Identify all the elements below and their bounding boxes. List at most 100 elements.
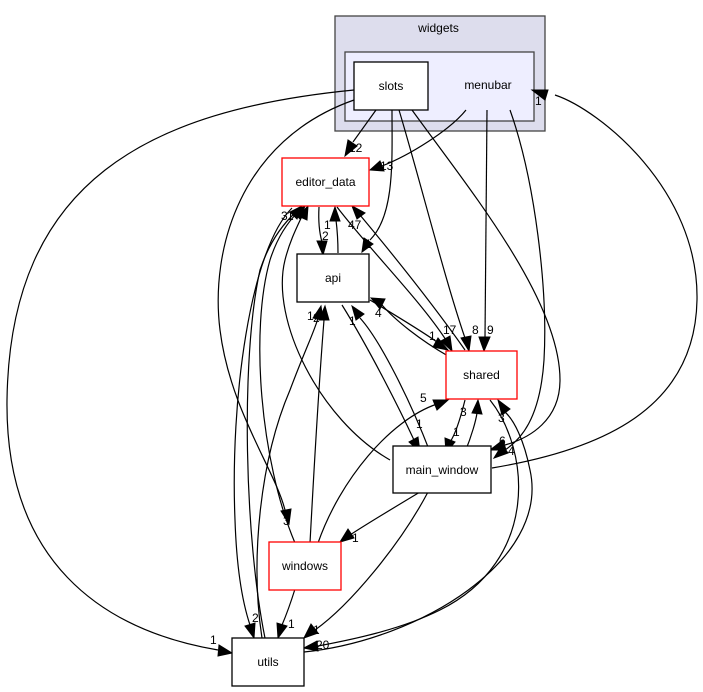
node-main_window[interactable]: main_window: [392, 445, 492, 494]
edge-arrow: [244, 622, 256, 640]
edge-slots-editor_data: [352, 109, 377, 143]
edge-label: 9: [487, 323, 494, 337]
node-utils[interactable]: utils: [231, 637, 305, 687]
edge-arrow: [460, 335, 472, 353]
edge-arrow: [497, 398, 511, 416]
edge-arrow: [432, 399, 450, 411]
edge-main_window-editor_data: [281, 213, 391, 461]
edge-labels: 12 13 1 8 9 6 4 1 3 1 2 1 47 17 1 4 1 1 …: [210, 94, 542, 652]
node-utils-box: [231, 637, 305, 687]
edge-shared-api: [381, 304, 449, 357]
edge-editor_data-utils: [233, 207, 293, 626]
edge-label: 3: [283, 514, 290, 528]
edge-slots-utils: [6, 89, 355, 651]
edge-label: 1: [307, 309, 314, 323]
edge-arrow: [302, 623, 319, 639]
node-api-label: api: [325, 271, 341, 285]
cluster-widgets-label: widgets: [417, 21, 459, 35]
edge-utils-api: [256, 317, 319, 639]
node-shared-box: [445, 350, 518, 400]
node-shared[interactable]: shared: [445, 350, 518, 400]
edge-label: 12: [349, 141, 363, 155]
edge-arrow: [492, 444, 509, 459]
edge-arrow: [432, 337, 450, 351]
edge-slots-windows: [217, 99, 355, 511]
edge-arrow: [344, 139, 358, 158]
edge-label: 1: [349, 314, 356, 328]
edge-label: 1: [416, 417, 423, 431]
node-main_window-box: [392, 445, 492, 494]
edge-arrow: [478, 336, 491, 353]
edge-arrow: [471, 398, 483, 415]
edge-main_window-windows: [349, 491, 421, 536]
node-utils-label: utils: [257, 655, 278, 669]
edge-label: 1: [288, 617, 295, 631]
edge-label: 1: [324, 218, 331, 232]
node-editor_data-label: editor_data: [295, 175, 355, 189]
node-api-box: [296, 253, 370, 303]
edge-label: 2: [322, 229, 329, 243]
edges: [6, 89, 698, 657]
node-windows[interactable]: windows: [268, 541, 342, 591]
edge-label: 1: [352, 531, 359, 545]
edge-label: 1: [313, 623, 320, 637]
edge-windows-utils: [281, 588, 296, 626]
edge-arrow: [217, 644, 234, 657]
edge-arrow: [369, 297, 386, 310]
edge-arrow: [316, 240, 328, 257]
edge-menubar-main_window: [504, 109, 546, 451]
edge-label: 3: [460, 405, 467, 419]
node-api[interactable]: api: [296, 253, 370, 303]
node-shared-label: shared: [463, 368, 500, 382]
edge-windows-editor_data: [259, 211, 299, 544]
edge-arrow: [289, 204, 303, 220]
node-windows-label: windows: [281, 559, 328, 573]
edge-label: 3: [498, 411, 505, 425]
edge-label: 13: [380, 159, 394, 173]
edge-label: 1: [453, 425, 460, 439]
edge-slots-api: [369, 109, 393, 241]
edge-editor_data-api: [318, 206, 323, 243]
edge-arrow: [351, 304, 365, 321]
edge-label: 1: [287, 209, 294, 223]
edge-arrow: [302, 640, 319, 652]
edge-windows-api: [309, 319, 325, 544]
edge-label: 1: [535, 94, 542, 108]
edge-windows-shared: [317, 403, 438, 544]
edge-shared-editor_data: [359, 214, 466, 351]
edge-arrow: [276, 622, 288, 640]
edge-main_window-menubar: [491, 94, 698, 469]
node-editor_data-box: [281, 157, 370, 207]
edge-label: 8: [472, 323, 479, 337]
edge-label: 3: [281, 209, 288, 223]
edge-slots-main_window: [411, 109, 561, 446]
node-slots[interactable]: slots: [353, 61, 429, 111]
edge-label: 2: [313, 311, 320, 325]
edge-api-editor_data: [335, 219, 339, 254]
node-slots-label: slots: [379, 79, 404, 93]
edge-main_window-utils: [314, 491, 429, 631]
edge-shared-utils: [317, 399, 520, 647]
edge-utils-shared: [303, 411, 533, 653]
node-slots-box: [353, 61, 429, 111]
edge-label: 1: [429, 329, 436, 343]
edge-api-main_window: [341, 304, 415, 441]
edge-label: 4: [375, 306, 382, 320]
edge-label: 1: [210, 633, 217, 647]
edge-label: 20: [316, 638, 330, 652]
edge-main_window-api: [359, 317, 431, 453]
edge-label: 1: [365, 237, 372, 251]
node-editor_data[interactable]: editor_data: [281, 157, 370, 207]
edge-label: 2: [252, 611, 259, 625]
edge-label: 47: [348, 218, 362, 232]
edge-arrow: [368, 160, 385, 172]
edge-label: 4: [508, 444, 515, 458]
edge-arrow: [440, 335, 453, 353]
edge-arrow: [530, 89, 549, 101]
edge-label: 5: [420, 391, 427, 405]
cluster-menubar-label: menubar: [464, 78, 511, 92]
edge-label: 6: [499, 434, 506, 448]
edge-arrow: [338, 528, 355, 543]
node-main_window-label: main_window: [406, 463, 479, 477]
